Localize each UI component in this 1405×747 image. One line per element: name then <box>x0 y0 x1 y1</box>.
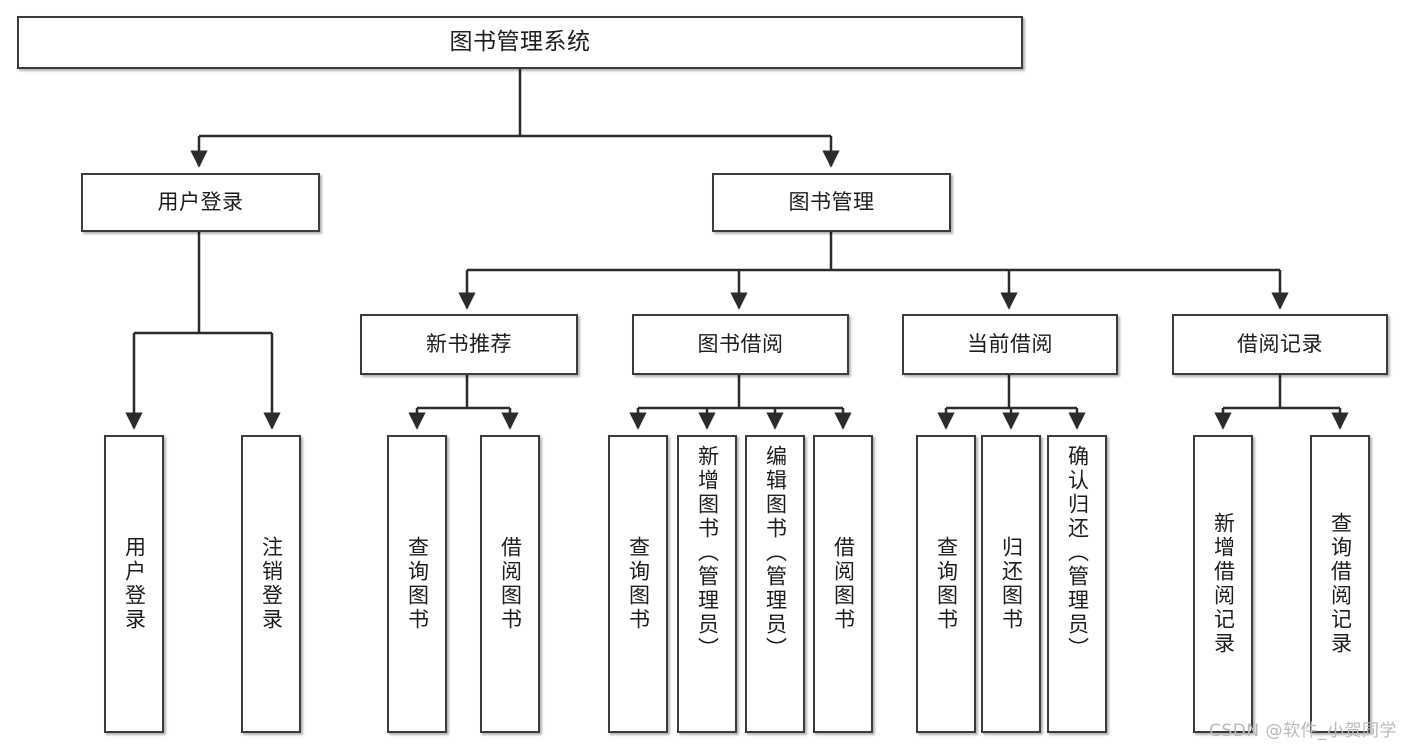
node-leaf-query-book-current-label: 查询图书 <box>934 536 959 632</box>
node-leaf-add-borrow-record-label: 新增借阅记录 <box>1211 512 1236 656</box>
node-leaf-edit-book-label: 编辑图书（管理员） <box>763 445 788 661</box>
node-leaf-add-book-label: 新增图书（管理员） <box>695 445 720 661</box>
node-root-system[interactable]: 图书管理系统 <box>17 16 1023 69</box>
node-current-borrow-label: 当前借阅 <box>967 332 1053 357</box>
node-leaf-user-login-label: 用户登录 <box>122 536 147 632</box>
node-leaf-confirm-return-label: 确认归还（管理员） <box>1065 445 1090 661</box>
node-leaf-query-book-borrow-label: 查询图书 <box>626 536 651 632</box>
node-leaf-query-book-borrow[interactable]: 查询图书 <box>608 435 668 733</box>
node-user-login-label: 用户登录 <box>157 190 244 215</box>
node-user-login[interactable]: 用户登录 <box>81 173 320 232</box>
node-book-borrow[interactable]: 图书借阅 <box>632 314 849 375</box>
node-leaf-add-book[interactable]: 新增图书（管理员） <box>677 435 737 733</box>
node-current-borrow[interactable]: 当前借阅 <box>902 314 1118 375</box>
node-leaf-user-login[interactable]: 用户登录 <box>104 435 164 733</box>
node-leaf-query-borrow-record[interactable]: 查询借阅记录 <box>1310 435 1370 733</box>
watermark: CSDN @软件_小贺同学 <box>1209 721 1397 741</box>
node-leaf-query-book-current[interactable]: 查询图书 <box>916 435 976 733</box>
node-leaf-return-book-label: 归还图书 <box>999 536 1024 632</box>
node-leaf-edit-book[interactable]: 编辑图书（管理员） <box>745 435 805 733</box>
node-leaf-borrow-book[interactable]: 借阅图书 <box>813 435 873 733</box>
node-new-book-recommend-label: 新书推荐 <box>426 332 512 357</box>
node-leaf-borrow-book-recommend-label: 借阅图书 <box>498 536 523 632</box>
node-leaf-logout-label: 注销登录 <box>259 536 284 632</box>
node-book-borrow-label: 图书借阅 <box>697 332 784 357</box>
node-borrow-record-label: 借阅记录 <box>1237 332 1323 357</box>
node-leaf-borrow-book-recommend[interactable]: 借阅图书 <box>480 435 540 733</box>
node-book-manage-label: 图书管理 <box>788 190 875 215</box>
node-leaf-borrow-book-label: 借阅图书 <box>831 536 856 632</box>
node-leaf-logout[interactable]: 注销登录 <box>241 435 301 733</box>
node-leaf-query-book-recommend-label: 查询图书 <box>405 536 430 632</box>
node-leaf-return-book[interactable]: 归还图书 <box>981 435 1041 733</box>
node-new-book-recommend[interactable]: 新书推荐 <box>360 314 578 375</box>
node-leaf-query-book-recommend[interactable]: 查询图书 <box>387 435 447 733</box>
node-book-manage[interactable]: 图书管理 <box>712 173 951 232</box>
node-borrow-record[interactable]: 借阅记录 <box>1172 314 1388 375</box>
node-leaf-add-borrow-record[interactable]: 新增借阅记录 <box>1193 435 1253 733</box>
node-root-system-label: 图书管理系统 <box>449 29 591 56</box>
node-leaf-confirm-return[interactable]: 确认归还（管理员） <box>1047 435 1107 733</box>
node-leaf-query-borrow-record-label: 查询借阅记录 <box>1328 512 1353 656</box>
